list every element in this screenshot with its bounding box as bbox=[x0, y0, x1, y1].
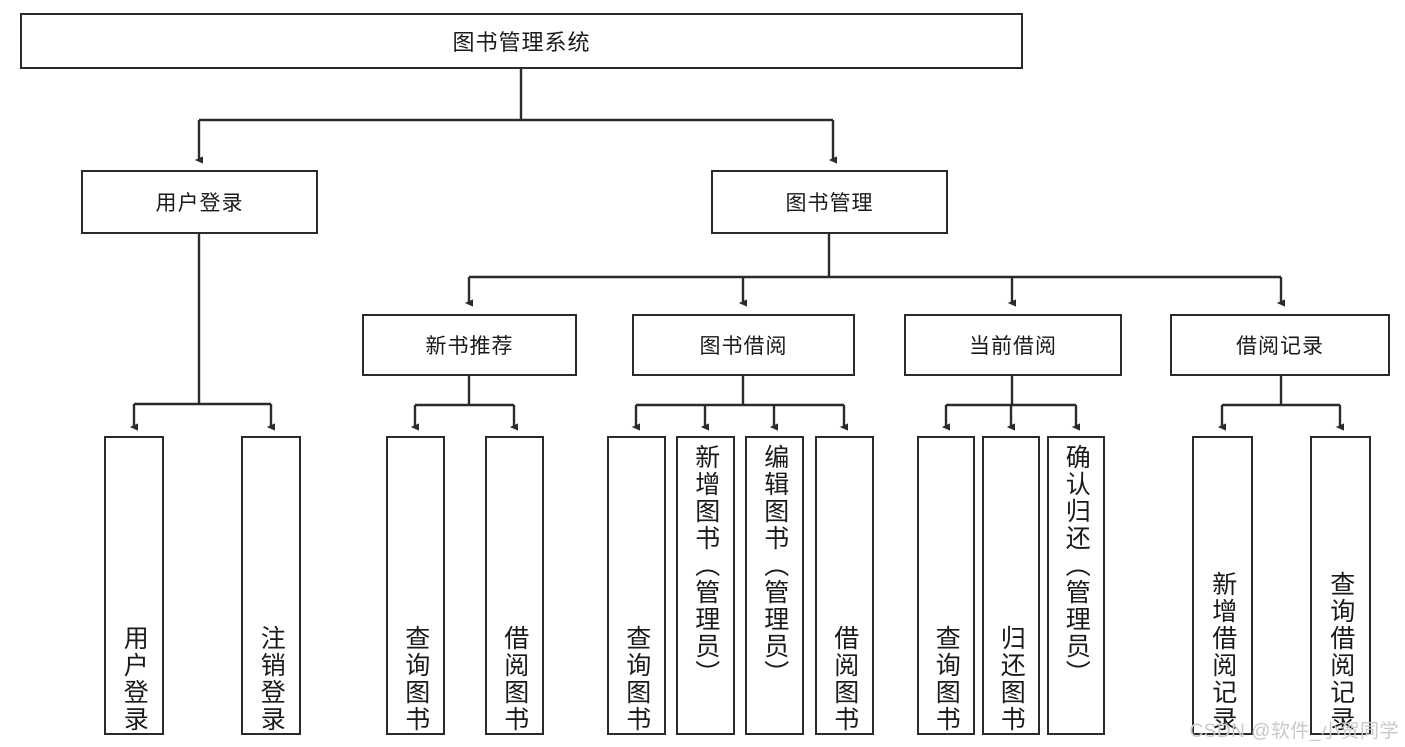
node-book-borrow[interactable]: 图书借阅 bbox=[632, 314, 855, 376]
leaf-user-login[interactable]: 用户登录 bbox=[104, 436, 164, 735]
node-current-borrow[interactable]: 当前借阅 bbox=[904, 314, 1122, 376]
leaf-borrow-book-borrow[interactable]: 借阅图书 bbox=[815, 436, 874, 735]
leaf-add-borrow-record-label: 新增借阅记录 bbox=[1208, 571, 1237, 733]
node-root[interactable]: 图书管理系统 bbox=[20, 13, 1023, 69]
leaf-add-book-label: 新增图书（管理员） bbox=[691, 444, 720, 687]
leaf-query-book-borrow-label: 查询图书 bbox=[622, 625, 651, 733]
leaf-query-book-recommend[interactable]: 查询图书 bbox=[386, 436, 445, 735]
leaf-confirm-return-label: 确认归还（管理员） bbox=[1062, 444, 1091, 687]
leaf-return-book[interactable]: 归还图书 bbox=[982, 436, 1040, 735]
leaf-borrow-book-recommend[interactable]: 借阅图书 bbox=[485, 436, 544, 735]
leaf-borrow-book-recommend-label: 借阅图书 bbox=[500, 625, 529, 733]
leaf-confirm-return[interactable]: 确认归还（管理员） bbox=[1047, 436, 1105, 735]
node-book-manage-label: 图书管理 bbox=[785, 192, 874, 215]
leaf-user-login-label: 用户登录 bbox=[120, 625, 149, 733]
node-user-login-label: 用户登录 bbox=[155, 192, 244, 215]
leaf-return-book-label: 归还图书 bbox=[997, 625, 1026, 733]
node-new-book-recommend-label: 新书推荐 bbox=[425, 335, 514, 358]
leaf-borrow-book-borrow-label: 借阅图书 bbox=[830, 625, 859, 733]
leaf-logout[interactable]: 注销登录 bbox=[241, 436, 301, 735]
node-user-login[interactable]: 用户登录 bbox=[81, 170, 318, 234]
node-borrow-record-label: 借阅记录 bbox=[1236, 335, 1324, 358]
node-current-borrow-label: 当前借阅 bbox=[969, 335, 1057, 358]
leaf-query-book-current[interactable]: 查询图书 bbox=[917, 436, 975, 735]
leaf-logout-label: 注销登录 bbox=[257, 625, 286, 733]
leaf-edit-book-label: 编辑图书（管理员） bbox=[760, 444, 789, 687]
leaf-edit-book[interactable]: 编辑图书（管理员） bbox=[745, 436, 804, 735]
leaf-add-book[interactable]: 新增图书（管理员） bbox=[676, 436, 735, 735]
node-new-book-recommend[interactable]: 新书推荐 bbox=[362, 314, 577, 376]
leaf-query-book-current-label: 查询图书 bbox=[932, 625, 961, 733]
leaf-add-borrow-record[interactable]: 新增借阅记录 bbox=[1192, 436, 1253, 735]
node-borrow-record[interactable]: 借阅记录 bbox=[1170, 314, 1390, 376]
node-root-label: 图书管理系统 bbox=[452, 30, 591, 55]
watermark-text: CSDN @软件_小贺同学 bbox=[1189, 721, 1399, 742]
leaf-query-book-recommend-label: 查询图书 bbox=[401, 625, 430, 733]
node-book-manage[interactable]: 图书管理 bbox=[711, 170, 948, 234]
leaf-query-book-borrow[interactable]: 查询图书 bbox=[607, 436, 666, 735]
leaf-query-borrow-record-label: 查询借阅记录 bbox=[1326, 571, 1355, 733]
leaf-query-borrow-record[interactable]: 查询借阅记录 bbox=[1310, 436, 1371, 735]
node-book-borrow-label: 图书借阅 bbox=[699, 335, 788, 358]
